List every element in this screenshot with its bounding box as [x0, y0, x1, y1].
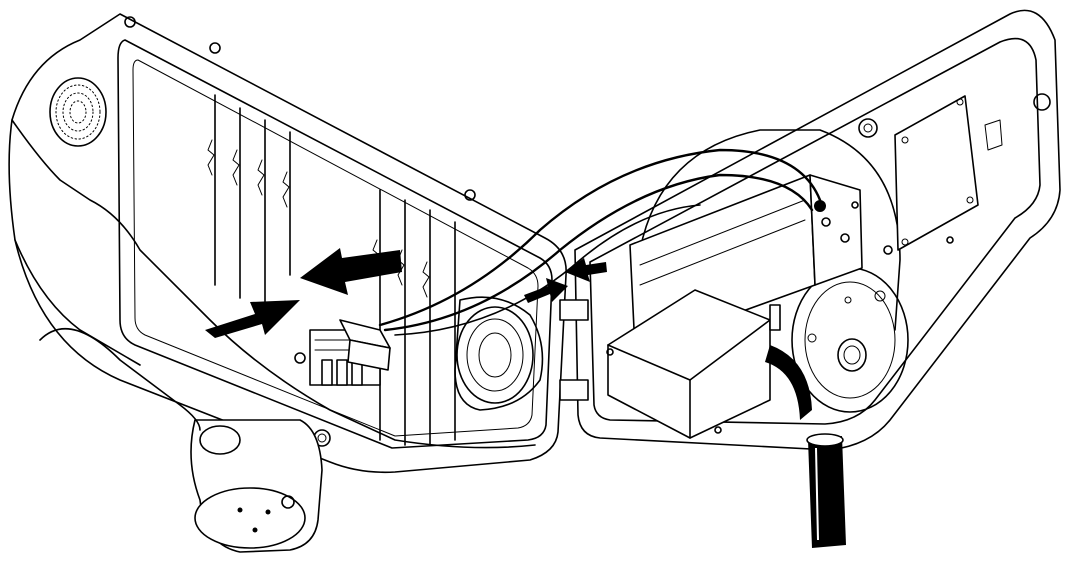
- left-housing: [8, 13, 567, 474]
- mounting-plate: [894, 95, 1003, 251]
- interconnect-cables: [378, 148, 826, 336]
- left-housing-bevel: [11, 119, 536, 449]
- arrow-insert-connector-right: [524, 278, 568, 303]
- arrow-insert-connector-left: [205, 300, 300, 338]
- rear-cable: [765, 345, 846, 548]
- power-supply-box: [607, 289, 781, 439]
- left-housing-lower-edge: [14, 239, 141, 366]
- right-housing: [574, 9, 1061, 548]
- left-housing-inner-frame: [117, 39, 553, 449]
- camera-drum: [639, 129, 909, 413]
- arrow-remove-connector-left: [300, 248, 402, 295]
- inner-lens-assembly: [454, 296, 544, 411]
- arrow-remove-connector-right: [565, 258, 607, 282]
- cable-plug: [339, 319, 391, 371]
- left-housing-gasket: [132, 59, 539, 437]
- hinge: [559, 299, 589, 401]
- wall-mount-base: [39, 327, 323, 553]
- speaker-grille: [49, 77, 107, 147]
- right-housing-screws: [606, 93, 1051, 434]
- right-housing-inner-frame: [589, 37, 1041, 425]
